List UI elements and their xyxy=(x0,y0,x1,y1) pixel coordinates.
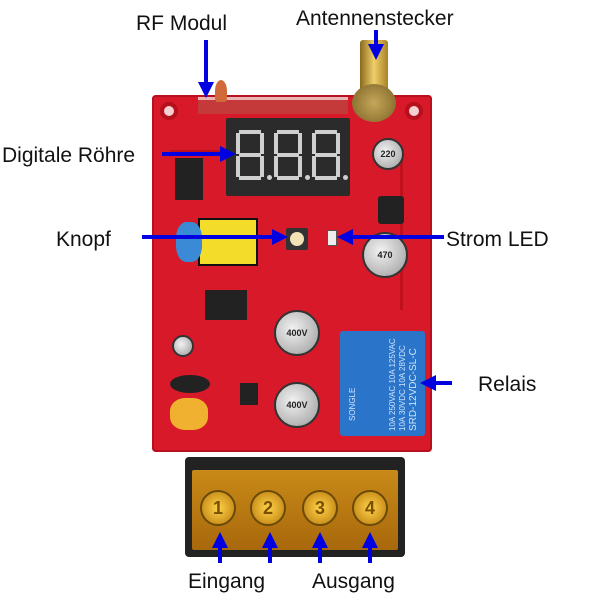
mounting-hole xyxy=(160,102,178,120)
inductor xyxy=(378,196,404,224)
capacitor-label: 220 xyxy=(380,149,396,159)
antenna-nut xyxy=(352,84,396,122)
y-capacitor xyxy=(176,222,202,262)
power-ic xyxy=(205,290,247,320)
pcb-trace xyxy=(400,150,403,310)
label-relais: Relais xyxy=(478,373,537,396)
capacitor-small xyxy=(172,335,194,357)
capacitor-label: 400V xyxy=(286,328,308,338)
capacitor-label: 470 xyxy=(377,250,393,260)
label-eingang: Eingang xyxy=(188,570,266,593)
varistor xyxy=(170,375,210,393)
capacitor-hu-1d: 400V xyxy=(274,382,320,428)
display-digit xyxy=(274,130,310,180)
transformer xyxy=(198,218,258,266)
power-led xyxy=(327,230,337,246)
display-digit xyxy=(312,130,348,180)
bridge-rectifier xyxy=(240,383,258,405)
rf-module xyxy=(198,97,348,114)
push-button-cap xyxy=(290,232,304,246)
terminal-number: 4 xyxy=(364,497,375,518)
ic-chip xyxy=(175,158,203,200)
rf-coil xyxy=(215,80,227,102)
capacitor-label: 400V xyxy=(286,400,308,410)
terminal-screw-1: 1 xyxy=(200,490,236,526)
terminal-number: 3 xyxy=(314,497,325,518)
relay: SONGLE 10A 250VAC 10A 125VAC 10A 30VDC 1… xyxy=(340,331,425,436)
mounting-hole xyxy=(405,102,423,120)
safety-capacitor xyxy=(170,398,208,430)
terminal-screw-4: 4 xyxy=(352,490,388,526)
capacitor-cs220: 220 xyxy=(372,138,404,170)
terminal-number: 2 xyxy=(262,497,273,518)
label-rf-modul: RF Modul xyxy=(136,12,228,35)
terminal-number: 1 xyxy=(212,497,223,518)
display-digit xyxy=(236,130,272,180)
led-display xyxy=(226,118,350,196)
label-digitale-roehre: Digitale Röhre xyxy=(2,144,136,167)
terminal-screw-2: 2 xyxy=(250,490,286,526)
label-antennenstecker: Antennenstecker xyxy=(296,7,454,30)
pcb-trace xyxy=(170,150,220,153)
capacitor-hu-1c: 400V xyxy=(274,310,320,356)
terminal-screw-3: 3 xyxy=(302,490,338,526)
label-knopf: Knopf xyxy=(56,228,111,251)
label-strom-led: Strom LED xyxy=(446,228,549,251)
label-ausgang: Ausgang xyxy=(312,570,395,593)
capacitor-lz470: 470 xyxy=(362,232,408,278)
